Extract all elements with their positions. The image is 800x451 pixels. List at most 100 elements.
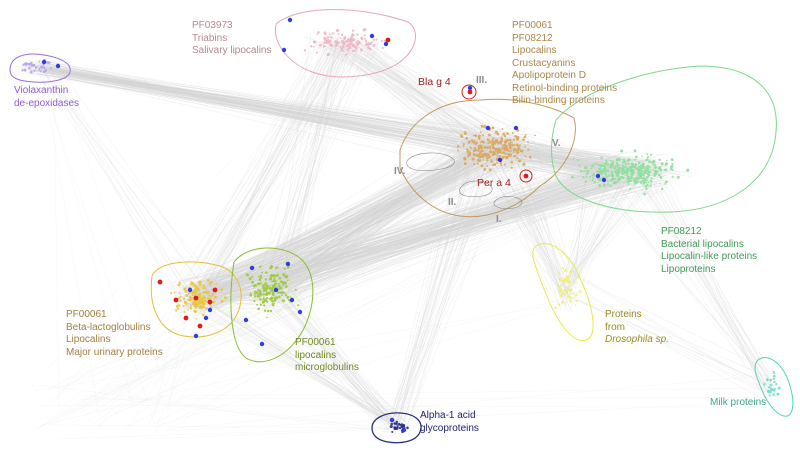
network-node	[271, 300, 274, 303]
network-node	[390, 422, 393, 426]
network-edge	[20, 67, 487, 163]
network-node	[335, 28, 339, 33]
network-node	[49, 66, 53, 69]
network-node	[480, 124, 484, 128]
network-node	[502, 132, 506, 136]
network-node	[483, 167, 487, 171]
network-node	[648, 160, 651, 164]
network-node	[282, 281, 286, 285]
network-edge	[279, 40, 361, 291]
network-node	[499, 161, 503, 165]
network-node	[641, 155, 643, 158]
network-edge	[394, 34, 517, 148]
network-edge	[53, 63, 166, 388]
network-node	[463, 131, 467, 135]
network-edge	[53, 65, 60, 413]
network-node	[264, 282, 268, 285]
network-node	[649, 153, 653, 156]
network-node	[500, 163, 503, 166]
network-node	[193, 300, 196, 303]
network-node	[645, 181, 648, 184]
network-node	[278, 284, 281, 288]
network-node	[650, 177, 653, 180]
network-node	[479, 149, 482, 153]
label-line: glycoproteins	[420, 422, 479, 434]
network-node	[256, 282, 260, 286]
network-node	[623, 171, 626, 174]
structure-node	[207, 307, 213, 313]
network-node	[520, 149, 524, 153]
network-edge	[571, 168, 645, 273]
network-node	[294, 288, 297, 291]
network-edge	[274, 177, 621, 285]
network-edge	[481, 141, 573, 301]
network-node	[665, 159, 668, 162]
network-edge	[136, 284, 242, 396]
network-edge	[447, 162, 566, 294]
network-edge	[269, 152, 503, 281]
network-node	[205, 288, 207, 290]
network-edge	[203, 40, 347, 304]
network-node	[524, 155, 527, 158]
network-edge	[188, 288, 403, 426]
network-node	[271, 284, 274, 287]
network-node	[34, 67, 37, 70]
network-edge	[189, 49, 342, 305]
network-node	[253, 299, 256, 303]
network-edge	[272, 42, 332, 289]
network-node	[189, 304, 192, 307]
network-node	[643, 192, 646, 196]
network-node	[487, 133, 491, 137]
network-node	[625, 170, 628, 173]
network-edge	[272, 279, 402, 428]
network-node	[259, 265, 262, 268]
subgroup-label-ii: II.	[448, 197, 457, 208]
network-node	[262, 293, 265, 296]
network-node	[620, 168, 623, 170]
network-edge	[210, 41, 347, 287]
label-line: PF00061	[512, 20, 553, 31]
network-edge	[587, 172, 772, 387]
network-edge	[303, 35, 516, 138]
network-edge	[383, 153, 487, 433]
network-node	[585, 175, 588, 178]
network-node	[598, 167, 602, 171]
network-node	[577, 274, 581, 278]
network-node	[635, 155, 638, 159]
network-node	[508, 138, 512, 142]
network-node	[606, 180, 610, 183]
network-node	[772, 393, 775, 397]
network-node	[178, 292, 181, 295]
network-node	[572, 157, 575, 160]
network-edge	[648, 162, 774, 382]
network-edge	[643, 167, 773, 402]
network-node	[326, 53, 330, 57]
network-node	[634, 163, 638, 166]
network-node	[258, 297, 262, 301]
network-node	[564, 269, 567, 272]
structure-node	[187, 287, 193, 293]
network-node	[594, 162, 597, 165]
network-node	[370, 41, 373, 43]
network-edge	[177, 273, 272, 280]
network-node	[184, 289, 188, 293]
network-edge	[400, 144, 493, 431]
network-node	[609, 184, 612, 187]
network-node	[195, 317, 198, 320]
network-edge	[494, 158, 572, 286]
network-node	[257, 307, 261, 311]
network-edge	[197, 283, 267, 309]
network-edge	[406, 141, 494, 429]
network-node	[269, 290, 272, 293]
network-node	[256, 304, 258, 306]
network-node	[498, 156, 501, 158]
network-node	[312, 40, 316, 44]
network-node	[316, 33, 319, 36]
label-line: Lipocalins	[66, 334, 111, 345]
network-node	[363, 27, 367, 31]
network-node	[259, 282, 262, 285]
network-node	[342, 44, 345, 46]
network-node	[201, 313, 205, 317]
network-node	[503, 134, 507, 138]
network-node	[596, 163, 600, 166]
